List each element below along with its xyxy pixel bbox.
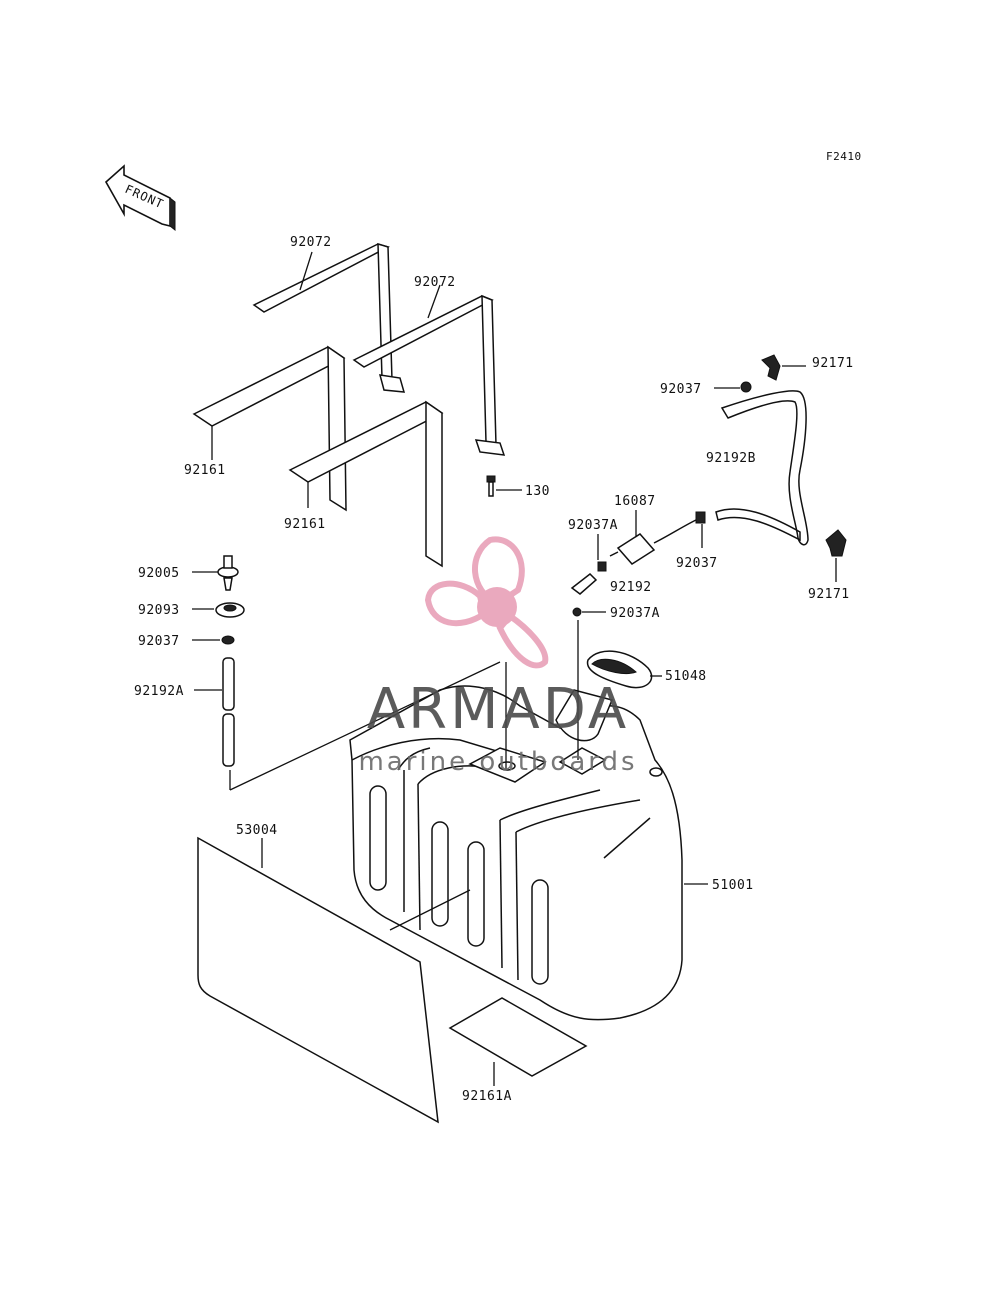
grommet-92093 — [192, 602, 245, 618]
fitting-92171-top — [761, 354, 806, 381]
bolt-130 — [486, 475, 522, 497]
label-51001: 51001 — [712, 878, 754, 893]
clamp-92037-left — [192, 635, 235, 645]
label-92072-b: 92072 — [414, 275, 456, 290]
fuel-cap-51048 — [586, 650, 662, 689]
front-arrow-icon: FRONT — [104, 164, 176, 232]
label-92005: 92005 — [138, 566, 180, 581]
label-92037a-a: 92037A — [568, 518, 618, 533]
fitting-92171-bottom — [825, 529, 847, 582]
clamp-92037-top — [714, 381, 752, 393]
bracket-92161-left — [192, 345, 347, 512]
fuel-tank-51001 — [349, 685, 708, 1021]
label-92161a: 92161A — [462, 1089, 512, 1104]
label-92037a-b: 92037A — [610, 606, 660, 621]
hose-92192b — [715, 390, 809, 546]
clamp-92037a-lower — [572, 607, 606, 617]
hose-92192 — [570, 573, 598, 595]
pad-92161a — [448, 997, 588, 1086]
label-51048: 51048 — [665, 669, 707, 684]
protector-53004 — [197, 836, 439, 1124]
label-92192: 92192 — [610, 580, 652, 595]
watermark: ARMADA marine outboards — [358, 536, 637, 777]
label-92161-b: 92161 — [284, 517, 326, 532]
label-92161-a: 92161 — [184, 463, 226, 478]
watermark-brand: ARMADA — [367, 677, 629, 742]
valve-92005 — [192, 555, 239, 591]
figure-code: F2410 — [826, 150, 862, 163]
label-130: 130 — [525, 484, 550, 499]
bracket-92161-right — [288, 400, 444, 568]
guide-lines — [229, 620, 579, 931]
label-92093: 92093 — [138, 603, 180, 618]
label-16087: 16087 — [614, 494, 656, 509]
clamp-92037a-upper — [597, 534, 607, 572]
label-53004: 53004 — [236, 823, 278, 838]
label-92192b: 92192B — [706, 451, 756, 466]
watermark-tagline: marine outboards — [358, 747, 637, 777]
label-92171-a: 92171 — [812, 356, 854, 371]
propeller-logo-icon — [424, 536, 549, 669]
label-92072-a: 92072 — [290, 235, 332, 250]
label-92037-c: 92037 — [138, 634, 180, 649]
hose-92192a — [194, 657, 235, 767]
label-92037-a: 92037 — [660, 382, 702, 397]
clamp-92037-middle — [695, 511, 706, 548]
label-92037-b: 92037 — [676, 556, 718, 571]
bracket-92072-right — [352, 284, 506, 456]
label-92192a: 92192A — [134, 684, 184, 699]
label-92171-b: 92171 — [808, 587, 850, 602]
